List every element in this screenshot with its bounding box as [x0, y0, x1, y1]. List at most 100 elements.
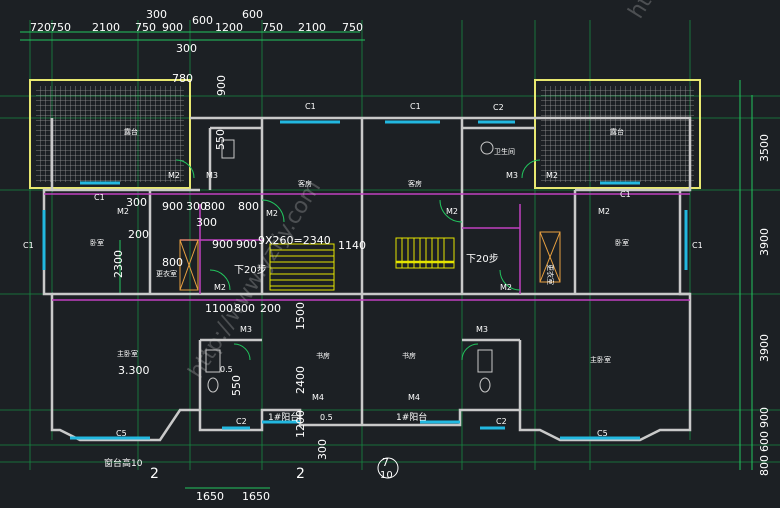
stair-spec: 9X260=2340: [258, 234, 331, 247]
top-dimensions: 720 750 2100 750 900 600 1200 750 2100 7…: [30, 8, 363, 85]
right-dimensions: 3500 3900 3900 900 600 800: [758, 134, 771, 476]
svg-text:C2: C2: [496, 417, 507, 426]
dim-interior: 300: [316, 439, 329, 460]
svg-text:M3: M3: [240, 325, 252, 334]
axis-top: 7: [382, 456, 389, 469]
stair-left: [269, 243, 335, 291]
room-label: 卧室: [615, 238, 629, 247]
svg-text:M4: M4: [312, 393, 324, 402]
stair-down-left: 下20步: [234, 264, 267, 276]
svg-text:M2: M2: [546, 171, 558, 180]
stair-right: [395, 237, 455, 269]
component-tags: C1 C1 C2 C1 C1 C1 C1 M2 M2 M3 M3 M2 M2 M…: [23, 102, 703, 438]
axis-bottom: 10: [380, 470, 393, 481]
closet-fixtures: [179, 231, 561, 291]
partition-lines: [44, 193, 690, 301]
dim-top: 300: [176, 42, 197, 55]
svg-text:C2: C2: [236, 417, 247, 426]
bath-fixtures: [205, 139, 494, 393]
room-label: 客房: [408, 179, 422, 188]
left-dimensions: 2300: [112, 250, 125, 278]
balcony-label: 1#阳台: [396, 411, 427, 423]
svg-text:C2: C2: [493, 103, 504, 112]
dim-right: 3500: [758, 134, 771, 162]
dim-interior: 300: [126, 196, 147, 209]
dim-right: 800: [758, 455, 771, 476]
room-label: 更衣室: [156, 269, 177, 278]
low-dim: 0.5: [220, 365, 233, 374]
svg-text:M3: M3: [206, 171, 218, 180]
dim-right: 3900: [758, 228, 771, 256]
stair-width: 1140: [338, 239, 366, 252]
svg-text:M2: M2: [266, 209, 278, 218]
svg-text:C5: C5: [597, 429, 608, 438]
svg-text:M2: M2: [500, 283, 512, 292]
svg-text:M3: M3: [476, 325, 488, 334]
svg-text:C1: C1: [692, 241, 703, 250]
windows: [42, 120, 688, 440]
dim-top: 780: [172, 72, 193, 85]
dim-interior: 900: [215, 75, 228, 96]
svg-text:C1: C1: [620, 190, 631, 199]
window-note: 窗台高10: [104, 457, 143, 469]
svg-text:M4: M4: [408, 393, 420, 402]
dim-bottom: 1650: [196, 490, 224, 503]
dim-right: 900: [758, 407, 771, 428]
terrace-left: [29, 79, 191, 189]
section-mark: 2: [296, 466, 305, 482]
dim-top: 750: [342, 21, 363, 34]
dim-top: 900: [162, 21, 183, 34]
dim-interior: 1100: [205, 302, 233, 315]
dim-top: 2100: [92, 21, 120, 34]
terrace-right: [534, 79, 701, 189]
dim-interior: 900: [162, 200, 183, 213]
room-label: 书房: [402, 351, 416, 360]
room-label: 客房: [298, 179, 312, 188]
dim-top: 600: [192, 14, 213, 27]
svg-text:M2: M2: [598, 207, 610, 216]
svg-text:C1: C1: [410, 102, 421, 111]
dim-right: 3900: [758, 334, 771, 362]
door-swings: [175, 159, 541, 361]
dim-interior: 800: [162, 256, 183, 269]
dimension-lines: [20, 31, 753, 489]
dim-top: 300: [146, 8, 167, 21]
dim-top: 750: [262, 21, 283, 34]
section-mark: 2: [150, 466, 159, 482]
dim-top: 1200: [215, 21, 243, 34]
dim-top: 600: [242, 8, 263, 21]
area-value: 3.300: [118, 364, 150, 377]
svg-text:C1: C1: [305, 102, 316, 111]
stair-down-right: 下20步: [466, 253, 499, 265]
dim-interior: 800: [238, 200, 259, 213]
dim-interior: 2400: [294, 366, 307, 394]
svg-text:http://www.yzfjy.com: http://www.yzfjy.com: [624, 0, 766, 23]
axis-bubble: [377, 457, 399, 479]
dim-interior: 300: [186, 200, 207, 213]
svg-text:M2: M2: [117, 207, 129, 216]
stair-labels: 9X260=2340 1140 下20步 下20步: [234, 234, 499, 276]
room-label: 卧室: [90, 238, 104, 247]
dim-top: 750: [50, 21, 71, 34]
room-label: 更衣室: [546, 264, 555, 285]
svg-text:C5: C5: [116, 429, 127, 438]
room-label: 露台: [610, 127, 624, 136]
annotations: 3.300 1#阳台 1#阳台 窗台高10 2 2 7 10 1650 1650…: [104, 364, 427, 503]
dim-interior: 550: [214, 129, 227, 150]
balcony-label: 1#阳台: [268, 411, 299, 423]
room-label: 露台: [124, 127, 138, 136]
dim-interior: 800: [204, 200, 225, 213]
svg-text:M2: M2: [214, 283, 226, 292]
svg-text:C1: C1: [23, 241, 34, 250]
room-label: 主卧室: [590, 355, 611, 364]
room-label: 主卧室: [117, 349, 138, 358]
svg-text:M2: M2: [446, 207, 458, 216]
low-dim: 0.5: [320, 413, 333, 422]
svg-text:M2: M2: [168, 171, 180, 180]
dim-interior: 1200: [294, 410, 307, 438]
dim-right: 600: [758, 431, 771, 452]
svg-text:M3: M3: [506, 171, 518, 180]
walls: [42, 116, 692, 442]
dim-interior: 550: [230, 375, 243, 396]
